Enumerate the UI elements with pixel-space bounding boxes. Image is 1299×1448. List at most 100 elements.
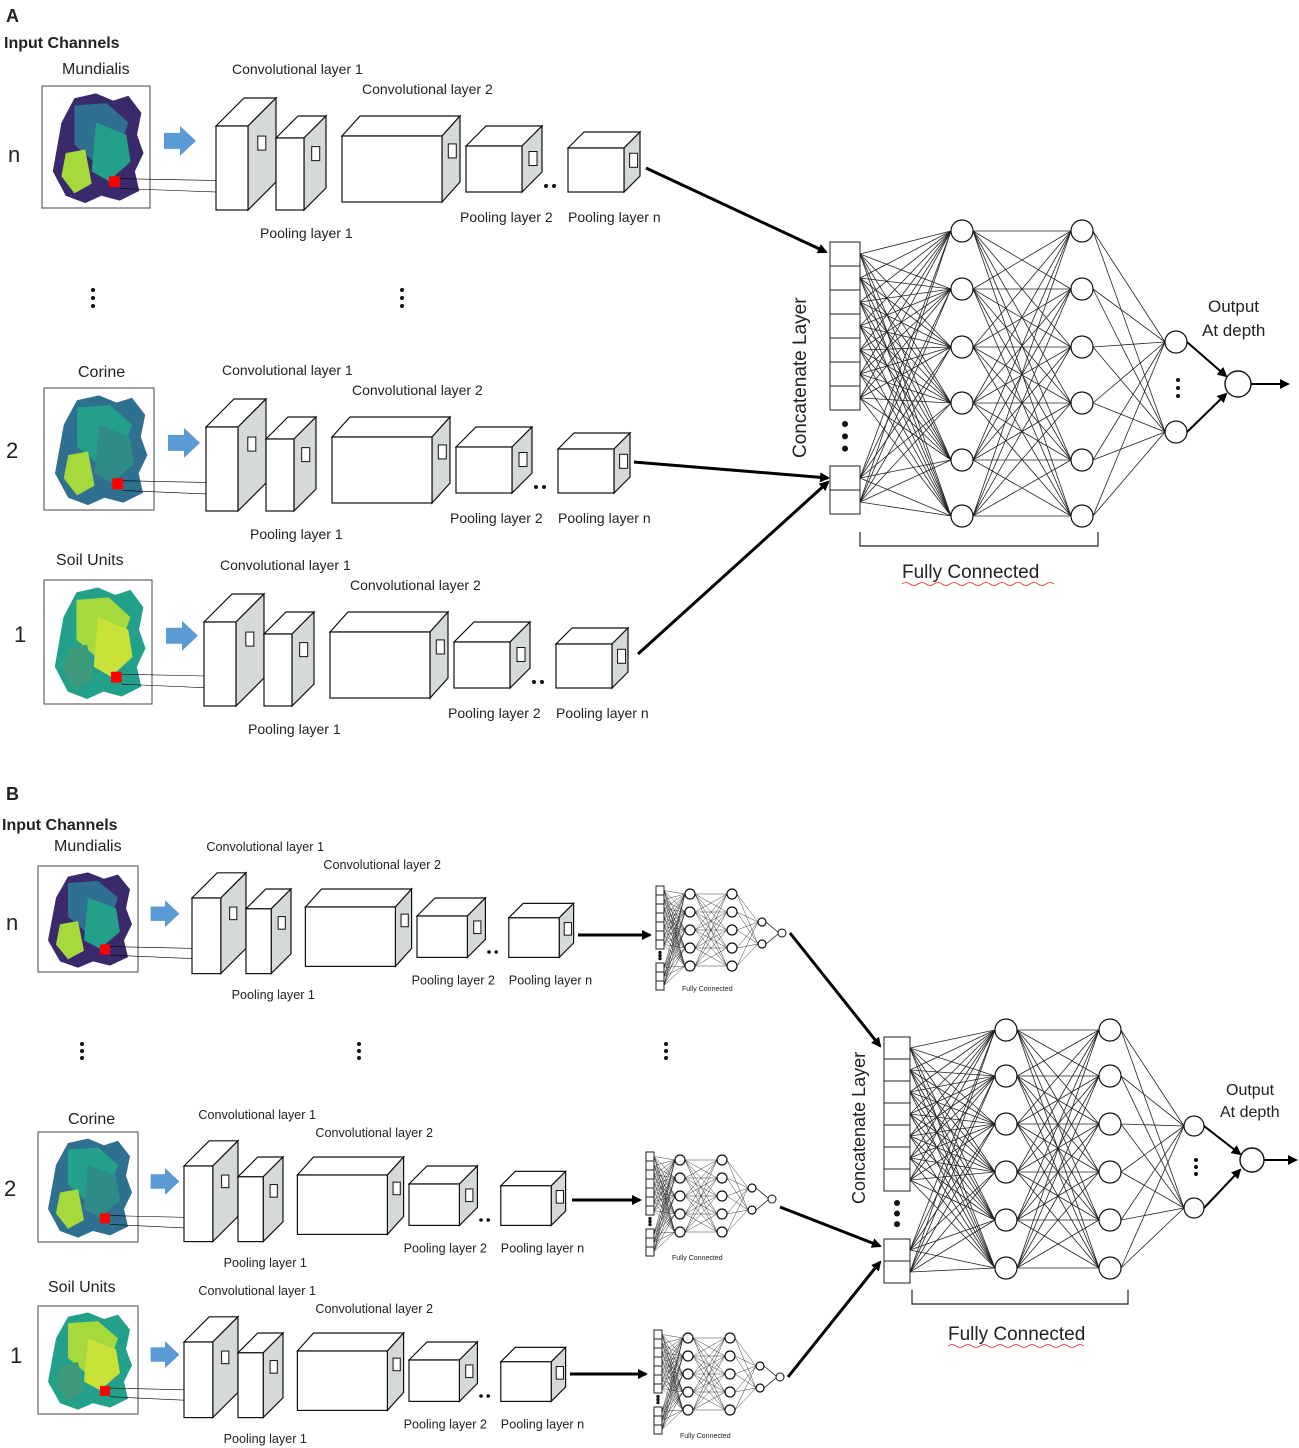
pooling-layer-n-label: Pooling layer n (509, 973, 592, 987)
conv-layer-1-block (202, 592, 266, 708)
arrow-to-output (1203, 1125, 1242, 1156)
channel-map (37, 1131, 139, 1243)
map-patch (94, 424, 135, 484)
fc-edge (734, 1387, 757, 1411)
mini-fully-connected-label: Fully Connected (682, 986, 733, 993)
map-patch (84, 897, 120, 949)
conv-layer-2-block (328, 610, 450, 700)
pooling-layer-1-label: Pooling layer 1 (260, 225, 353, 241)
fc-edge (909, 1249, 996, 1269)
mini-fc-network (655, 885, 767, 991)
neuron (994, 1064, 1018, 1088)
fc-edge (909, 1157, 996, 1221)
kernel-mark (465, 1188, 474, 1203)
channel-index: 1 (14, 622, 26, 647)
neuron (757, 917, 767, 927)
fc-edge (736, 921, 759, 967)
input-channels-title: Input Channels (4, 35, 120, 52)
fc-edge (663, 965, 686, 977)
ellipsis-dot (658, 950, 662, 955)
concat-cell (653, 1329, 663, 1340)
fc-edge (859, 288, 952, 327)
fc-edge (663, 893, 686, 900)
fc-edge (909, 1075, 996, 1251)
mini-edge (765, 921, 779, 933)
fully-connected-network (883, 1018, 1205, 1284)
pooling-layer-1-block (236, 1331, 285, 1420)
fc-edge (859, 230, 952, 255)
concat-cell (883, 1260, 911, 1284)
patch-highlight (110, 671, 122, 683)
fc-edge (726, 1187, 749, 1233)
fc-edge (1120, 1075, 1185, 1127)
conv-layer-2-block (330, 415, 452, 505)
fc-edge (1016, 1171, 1100, 1269)
fc-edge (663, 947, 686, 986)
fc-edge (909, 1219, 996, 1251)
neuron (747, 1205, 757, 1215)
fc-edge (1092, 230, 1166, 343)
arrow-to-output (1186, 392, 1228, 433)
concat-cell (645, 1178, 655, 1189)
ellipsis-dot (1176, 378, 1180, 382)
projection-line (109, 1396, 195, 1402)
arrow-to-concat (633, 460, 830, 483)
fc-edge (684, 1159, 718, 1197)
pooling-layer-n-label: Pooling layer n (568, 209, 661, 225)
pooling-layer-2-block (407, 1340, 479, 1403)
pooling-layer-1-label: Pooling layer 1 (250, 526, 343, 542)
fc-edge (663, 947, 686, 977)
pooling-layer-1-label: Pooling layer 1 (248, 721, 341, 737)
box-front (304, 906, 396, 968)
arrow-to-concat (786, 1260, 882, 1378)
fc-edge (859, 346, 952, 351)
map-patch (93, 617, 133, 677)
concat-cell (655, 903, 665, 914)
kernel-mark (563, 922, 572, 936)
ellipsis-dot (664, 1049, 668, 1053)
fc-edge (859, 325, 952, 517)
neuron (1070, 391, 1094, 415)
fc-edge (859, 253, 952, 517)
fc-edge (859, 288, 952, 351)
channel-name: Corine (68, 1111, 115, 1128)
fc-edge (859, 230, 952, 303)
box-front (245, 908, 272, 975)
fc-edge (909, 1135, 996, 1269)
pooling-layer-1-block (236, 1155, 285, 1244)
neuron (684, 906, 696, 918)
box-front (416, 915, 469, 959)
neuron (1098, 1064, 1122, 1088)
fc-edge (663, 929, 686, 936)
fc-edge (661, 1355, 684, 1380)
fc-edge (653, 1159, 676, 1234)
fc-edge (972, 230, 1072, 290)
projection-line (123, 490, 219, 495)
fc-edge (694, 929, 728, 967)
ellipsis-dot (544, 184, 548, 188)
fc-edge (663, 935, 686, 967)
neuron (994, 1208, 1018, 1232)
conv-layer-2-block (296, 1331, 405, 1412)
fc-edge (1092, 230, 1166, 433)
projection-line (119, 188, 229, 193)
fc-edge (692, 1337, 726, 1357)
ellipsis-dot (1176, 386, 1180, 390)
fc-edge (726, 1159, 749, 1211)
fc-edge (661, 1388, 684, 1393)
fc-edge (663, 893, 686, 977)
kernel-mark (392, 1357, 401, 1372)
fc-edge (661, 1337, 684, 1344)
fully-connected-label: Fully Connected (948, 1324, 1085, 1345)
fc-edge (859, 230, 952, 479)
ellipsis-dot (1194, 1158, 1198, 1162)
fc-edge (663, 911, 686, 977)
ellipsis-dot (842, 433, 848, 440)
fc-edge (663, 929, 686, 977)
fc-edge (736, 911, 759, 923)
neuron (716, 1208, 728, 1220)
fc-edge (661, 1337, 684, 1412)
conv-layer-1-block (182, 1315, 240, 1420)
fc-edge (663, 929, 686, 945)
fc-edge (909, 1029, 996, 1049)
